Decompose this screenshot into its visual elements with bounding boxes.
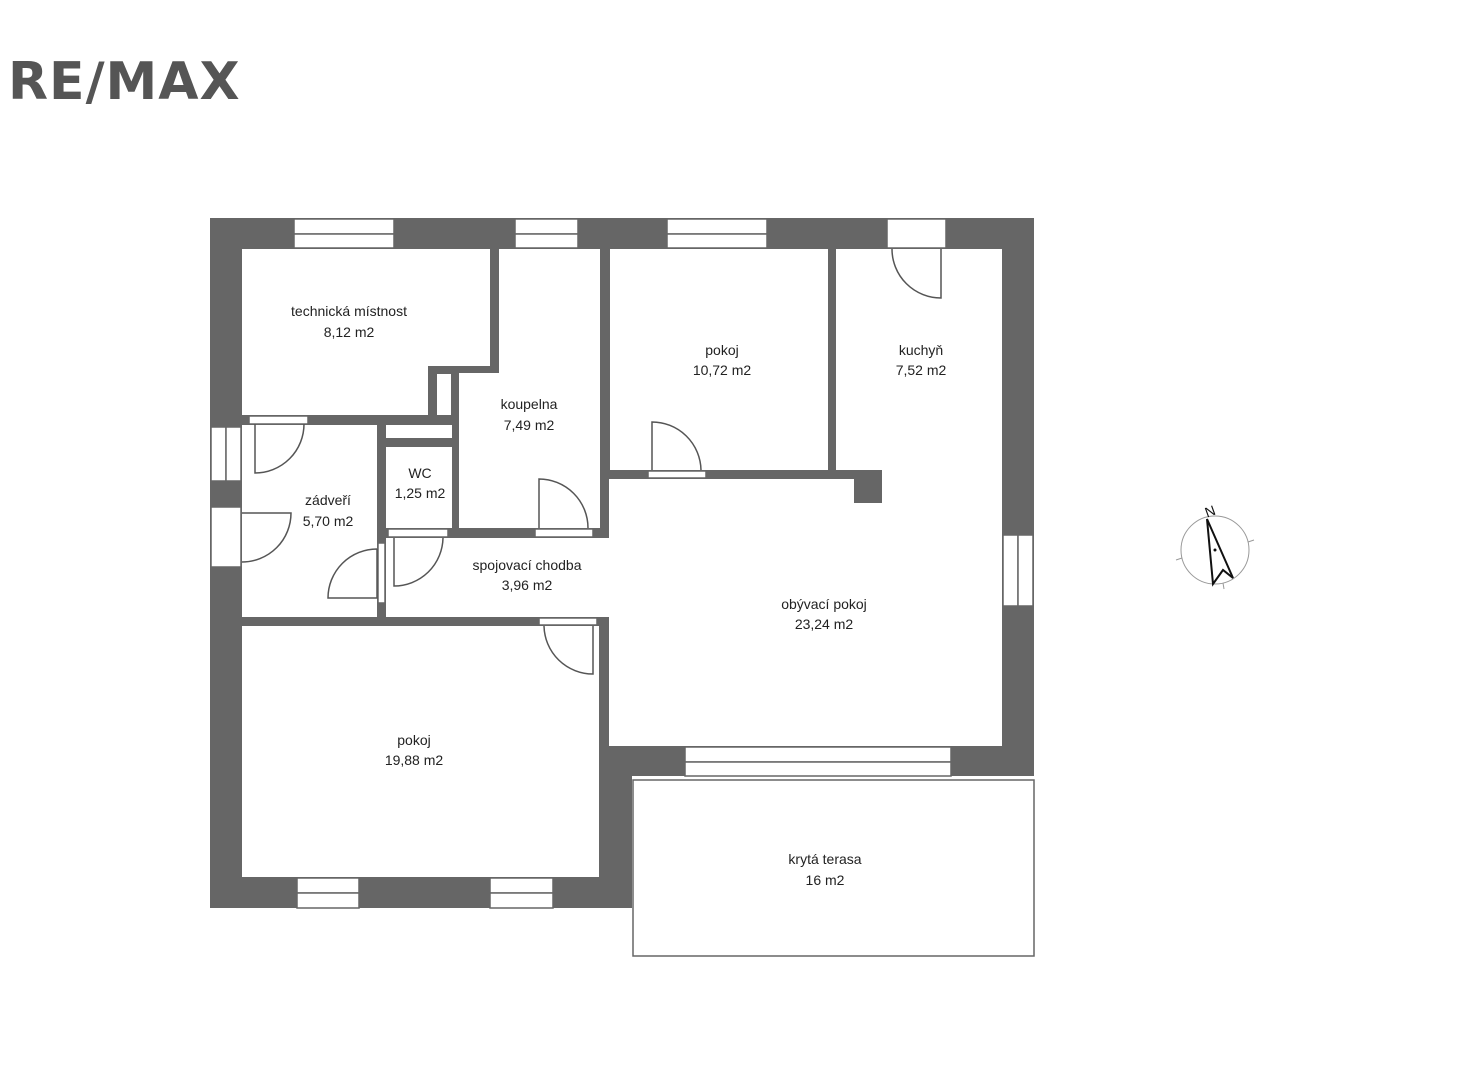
- room-zadveri: [242, 425, 377, 617]
- room-area: 8,12 m2: [324, 324, 375, 340]
- room-name: technická místnost: [291, 303, 407, 319]
- room-pokoj-1: [610, 249, 828, 470]
- room-area: 10,72 m2: [693, 362, 752, 378]
- room-name: kuchyň: [899, 342, 943, 358]
- room-name: pokoj: [705, 342, 738, 358]
- room-wc: [386, 447, 452, 528]
- room-name: WC: [408, 465, 431, 481]
- room-obyvaci-kuchyn: [386, 249, 1002, 746]
- room-name: zádveří: [305, 492, 351, 508]
- room-area: 1,25 m2: [395, 485, 446, 501]
- room-labels: technická místnost 8,12 m2 koupelna 7,49…: [291, 303, 946, 888]
- room-name: krytá terasa: [788, 851, 861, 867]
- windows: [210, 218, 1034, 909]
- room-name: spojovací chodba: [473, 557, 582, 573]
- shaft: [437, 374, 451, 415]
- room-koupelna: [459, 249, 600, 528]
- room-pokoj-2: [242, 626, 599, 877]
- compass-icon: N: [1175, 502, 1255, 590]
- room-name: pokoj: [397, 732, 430, 748]
- room-area: 5,70 m2: [303, 513, 354, 529]
- remax-logo: RE/MAX: [8, 52, 241, 112]
- room-name: obývací pokoj: [781, 596, 867, 612]
- shaft-2: [386, 425, 452, 438]
- room-area: 7,52 m2: [896, 362, 947, 378]
- room-area: 3,96 m2: [502, 577, 553, 593]
- room-area: 19,88 m2: [385, 752, 444, 768]
- room-area: 7,49 m2: [504, 417, 555, 433]
- terrace-outline: [632, 779, 1035, 957]
- room-area: 16 m2: [806, 872, 845, 888]
- doors: [241, 248, 942, 675]
- room-area: 23,24 m2: [795, 616, 854, 632]
- room-name: koupelna: [501, 396, 558, 412]
- room-technicka: [242, 249, 490, 415]
